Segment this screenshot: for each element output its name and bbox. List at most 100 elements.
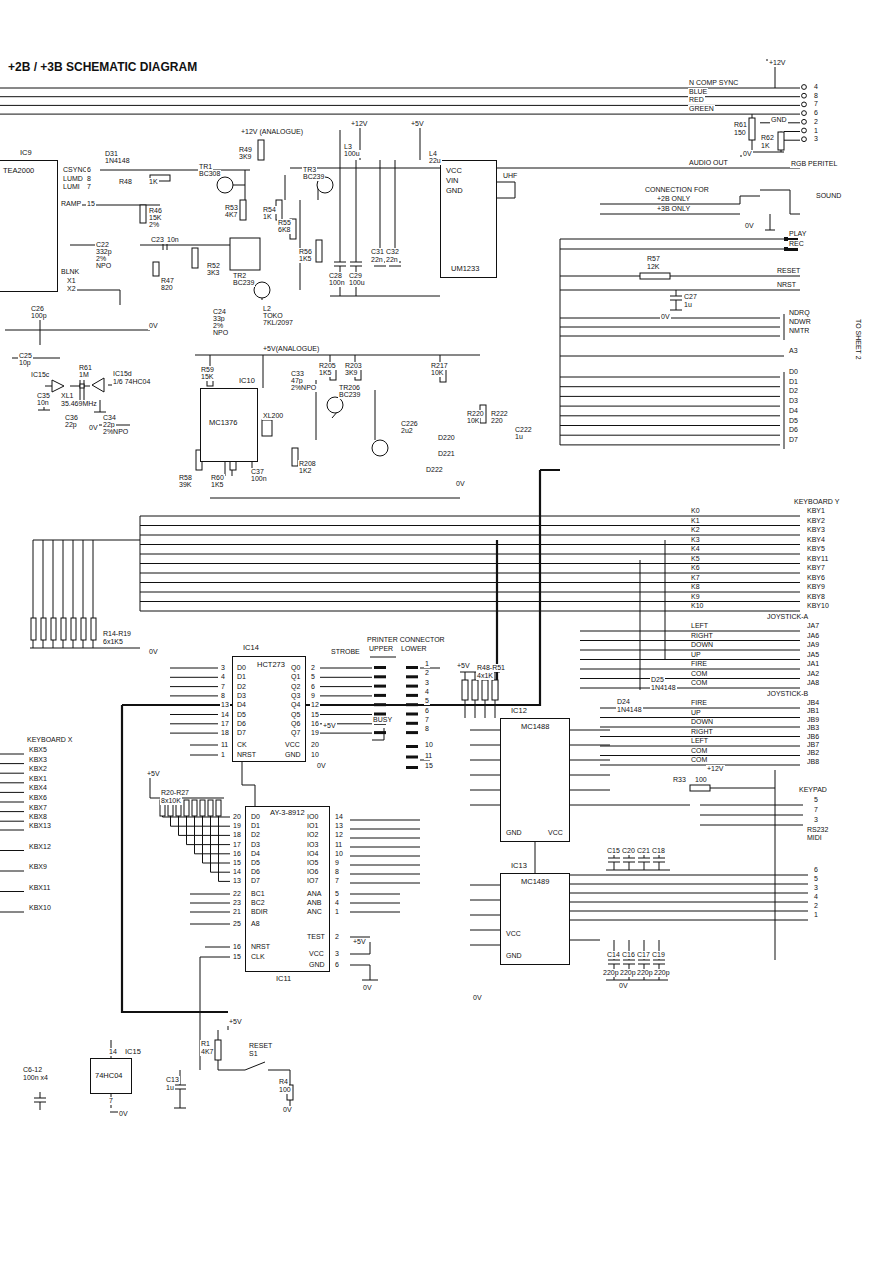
ic-chip: VCCVINGNDUM1233	[440, 160, 497, 278]
schematic-label: D25	[650, 676, 665, 684]
schematic-label: CONNECTION FOR	[644, 186, 710, 194]
schematic-label: A3	[788, 347, 799, 355]
schematic-label: D7	[250, 877, 261, 885]
schematic-label: 8	[424, 725, 430, 733]
schematic-label: 18	[220, 729, 230, 737]
schematic-label: K2	[690, 526, 701, 534]
schematic-label: 0V	[282, 1106, 293, 1114]
schematic-label: 1u	[514, 433, 524, 441]
wire-drawing	[71, 618, 76, 640]
wire-drawing	[406, 731, 418, 734]
schematic-label: LUMI	[62, 183, 81, 191]
schematic-label: 820	[160, 284, 174, 292]
schematic-label: 2%	[148, 221, 160, 229]
schematic-label: 3K9	[238, 153, 252, 161]
schematic-label: 6	[86, 166, 92, 174]
schematic-label: C32	[385, 248, 400, 256]
wire-drawing	[406, 766, 418, 769]
schematic-label: DOWN	[690, 718, 714, 726]
schematic-label: 17	[220, 720, 230, 728]
schematic-label: 0V	[742, 150, 753, 158]
schematic-label: 13	[334, 822, 344, 830]
wire-drawing	[802, 137, 807, 142]
schematic-label: XL200	[262, 412, 284, 420]
schematic-label: D6	[236, 720, 247, 728]
schematic-label: +12V (ANALOGUE)	[240, 128, 304, 136]
schematic-label: +5V	[410, 120, 425, 128]
wire-drawing	[81, 618, 86, 640]
schematic-label: 15	[232, 953, 242, 961]
schematic-label: 4K7	[200, 1048, 214, 1056]
schematic-label: 1u	[165, 1084, 175, 1092]
ic-chip: IC12MC1488	[500, 718, 570, 842]
schematic-label: 9	[310, 692, 316, 700]
schematic-label: 10	[424, 741, 434, 749]
schematic-label: 1/6 74HC04	[112, 378, 151, 386]
schematic-label: KBY3	[806, 526, 826, 534]
schematic-label: 2u2	[400, 427, 414, 435]
schematic-label: C21	[636, 847, 651, 855]
schematic-label: JA6	[806, 632, 820, 640]
schematic-label: D3	[788, 397, 799, 405]
chip-heading: IC10	[239, 377, 255, 385]
schematic-label: R48-R51	[476, 664, 506, 672]
schematic-label: RED	[688, 96, 705, 104]
schematic-label: JA8	[806, 679, 820, 687]
schematic-label: IO4	[306, 850, 319, 858]
schematic-label: 0V	[472, 994, 483, 1002]
schematic-label: 6x1K5	[102, 638, 124, 646]
schematic-label: 21	[232, 908, 242, 916]
schematic-label: 14	[232, 868, 242, 876]
wire-drawing	[0, 754, 24, 912]
schematic-label: JB8	[806, 758, 820, 766]
schematic-label: 10n	[36, 399, 50, 407]
schematic-label: K3	[690, 536, 701, 544]
wire-drawing	[0, 60, 808, 1112]
schematic-label: 39K	[178, 481, 192, 489]
schematic-label: COM	[690, 756, 708, 764]
schematic-label: KBX6	[28, 794, 48, 802]
schematic-label: 100n	[250, 475, 268, 483]
schematic-label: 4	[220, 673, 226, 681]
schematic-label: 10K	[466, 417, 480, 425]
schematic-label: UHF	[502, 172, 518, 180]
wire-drawing	[406, 666, 418, 669]
schematic-label: 13	[232, 877, 242, 885]
wire-drawing	[374, 685, 386, 688]
schematic-label: 12	[334, 831, 344, 839]
schematic-label: JB3	[806, 724, 820, 732]
wire-drawing	[34, 957, 290, 1112]
schematic-label: 220	[490, 417, 504, 425]
schematic-label: C27	[683, 293, 698, 301]
schematic-label: TEST	[306, 933, 326, 941]
schematic-label: 4	[813, 893, 819, 901]
schematic-label: NRST	[236, 751, 257, 759]
schematic-label: Q3	[290, 692, 301, 700]
schematic-label: 1K	[148, 178, 159, 186]
wire-drawing	[374, 694, 386, 697]
schematic-label: MIDI	[806, 834, 823, 842]
schematic-label: R14-R19	[102, 630, 132, 638]
wire-drawing	[52, 380, 64, 392]
schematic-label: 1K	[760, 142, 771, 150]
schematic-label: JOYSTICK-A	[766, 613, 809, 621]
wire-drawing	[560, 239, 800, 310]
wire-drawing	[254, 282, 270, 298]
schematic-label: 7	[813, 100, 819, 108]
schematic-label: UP	[690, 651, 702, 659]
schematic-label: KBY9	[806, 583, 826, 591]
schematic-label: 1	[813, 127, 819, 135]
schematic-label: 7	[813, 806, 819, 814]
schematic-label: 3K9	[344, 369, 358, 377]
schematic-label: 4	[813, 83, 819, 91]
schematic-label: +12V	[768, 59, 787, 67]
schematic-label: JB1	[806, 707, 820, 715]
schematic-label: KEYBOARD X	[26, 736, 74, 744]
schematic-label: D4	[788, 407, 799, 415]
schematic-label: TO SHEET 2	[854, 318, 862, 361]
schematic-label: C16	[621, 951, 636, 959]
schematic-label: 100p	[30, 312, 48, 320]
schematic-label: IC15c	[30, 371, 50, 379]
schematic-label: 2%NPO	[290, 384, 317, 392]
schematic-label: IO3	[306, 841, 319, 849]
